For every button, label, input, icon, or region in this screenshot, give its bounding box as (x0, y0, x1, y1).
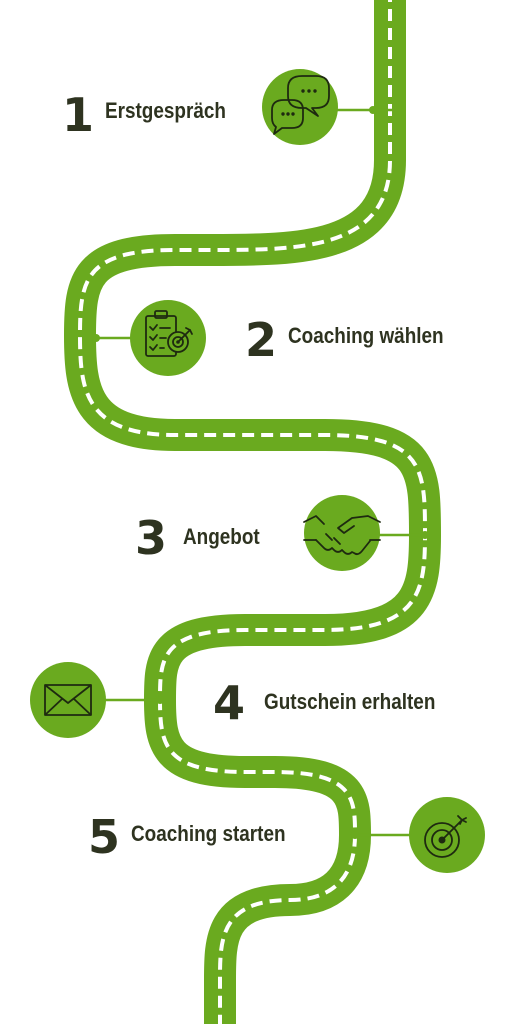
step-5-number: 5 (88, 810, 121, 864)
icon-connectors (96, 108, 425, 837)
step-2-number: 2 (245, 313, 278, 367)
step-4-label: Gutschein erhalten (264, 689, 436, 714)
handshake-icon (303, 495, 381, 571)
step-3-label: Angebot (183, 524, 260, 549)
step-3-number: 3 (135, 511, 168, 565)
chat-bubbles-icon (262, 69, 338, 145)
step-1-label: Erstgespräch (105, 98, 226, 123)
envelope-icon (30, 662, 106, 738)
step-2-label: Coaching wählen (288, 323, 444, 348)
road-center-dashes (77, 0, 428, 1024)
connector-dots (92, 106, 429, 839)
target-arrow-icon (409, 797, 485, 873)
step-1-number: 1 (62, 88, 95, 142)
step-5-label: Coaching starten (131, 821, 286, 846)
step-4-number: 4 (213, 676, 246, 730)
clipboard-checklist-target-icon (130, 300, 206, 376)
